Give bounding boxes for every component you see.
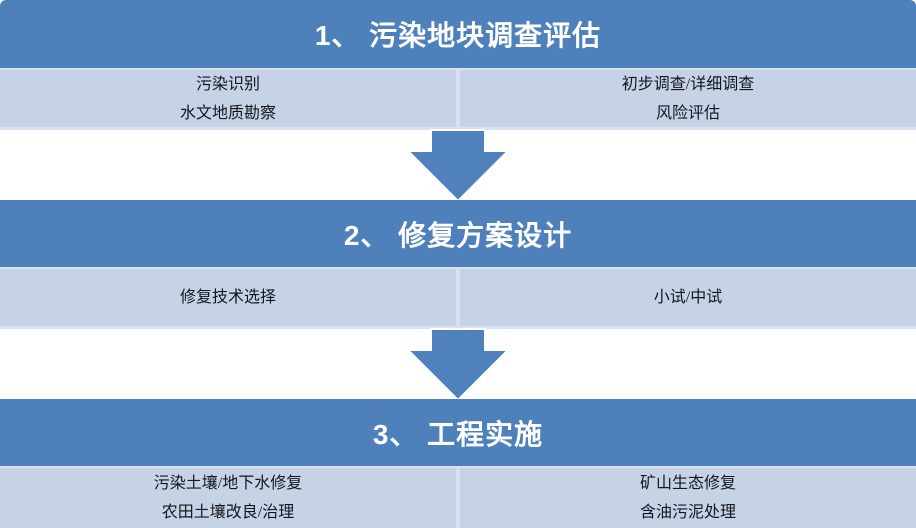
stage-2-body: 修复技术选择 小试/中试: [0, 269, 916, 326]
row-divider: [0, 68, 916, 70]
cell-text: 污染土壤/地下水修复: [153, 475, 303, 492]
stage-3-left-cell: 污染土壤/地下水修复 农田土壤改良/治理: [0, 468, 456, 528]
cell-text: 风险评估: [655, 104, 720, 122]
down-arrow-icon: [406, 328, 510, 402]
stage-2-left-cell: 修复技术选择: [0, 269, 456, 326]
stage-3-body: 污染土壤/地下水修复 农田土壤改良/治理 矿山生态修复 含油污泥处理: [0, 468, 916, 528]
row-divider: [0, 466, 916, 468]
stage-1-body: 污染识别 水文地质勘察 初步调查/详细调查 风险评估: [0, 70, 916, 127]
down-arrow-icon: [406, 129, 510, 203]
cell-text: 农田土壤改良/治理: [161, 504, 295, 521]
cell-text: 含油污泥处理: [639, 504, 736, 521]
stage-2-header: 2、 修复方案设计: [0, 200, 916, 267]
cell-text: 小试/中试: [653, 289, 723, 306]
column-divider: [456, 70, 460, 127]
stage-1: 1、 污染地块调查评估 污染识别 水文地质勘察 初步调查/详细调查 风险评估: [0, 0, 916, 130]
row-divider: [0, 127, 916, 130]
stage-1-right-cell: 初步调查/详细调查 风险评估: [460, 70, 916, 127]
stage-3-right-cell: 矿山生态修复 含油污泥处理: [460, 468, 916, 528]
column-divider: [456, 269, 460, 326]
stage-2: 2、 修复方案设计 修复技术选择 小试/中试: [0, 200, 916, 329]
stage-1-left-cell: 污染识别 水文地质勘察: [0, 70, 456, 127]
stage-2-right-cell: 小试/中试: [460, 269, 916, 326]
column-divider: [456, 468, 460, 528]
stage-3: 3、 工程实施 污染土壤/地下水修复 农田土壤改良/治理 矿山生态修复 含油污泥…: [0, 399, 916, 528]
cell-text: 修复技术选择: [179, 289, 276, 306]
row-divider: [0, 267, 916, 269]
row-divider: [0, 326, 916, 329]
cell-text: 初步调查/详细调查: [621, 75, 755, 93]
cell-text: 水文地质勘察: [179, 104, 276, 122]
cell-text: 污染识别: [195, 75, 260, 93]
stage-1-header: 1、 污染地块调查评估: [0, 0, 916, 68]
cell-text: 矿山生态修复: [639, 475, 736, 492]
stage-3-header: 3、 工程实施: [0, 399, 916, 466]
